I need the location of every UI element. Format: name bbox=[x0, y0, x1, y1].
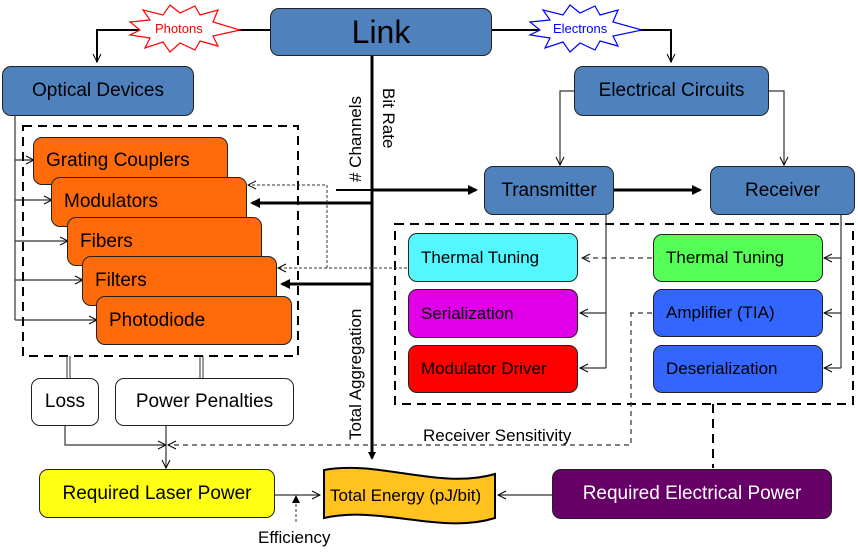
loss-box[interactable]: Loss bbox=[31, 378, 99, 426]
electrical-circuits-box[interactable]: Electrical Circuits bbox=[574, 66, 769, 116]
receiver-label: Receiver bbox=[745, 179, 820, 201]
channels-label: # Channels bbox=[346, 95, 365, 182]
required-laser-power-box[interactable]: Required Laser Power bbox=[39, 469, 275, 518]
electrons-starburst bbox=[528, 4, 643, 53]
efficiency-label: Efficiency bbox=[258, 528, 331, 547]
electrons-label: Electrons bbox=[553, 21, 608, 36]
link-box[interactable]: Link bbox=[270, 8, 492, 56]
total-energy-label: Total Energy (pJ/bit) bbox=[330, 486, 482, 505]
optical-components-group bbox=[22, 125, 299, 357]
transmitter-box[interactable]: Transmitter bbox=[484, 166, 614, 215]
bit-rate-label: Bit Rate bbox=[379, 88, 398, 149]
optical-devices-label: Optical Devices bbox=[32, 80, 164, 101]
tx-modulator-driver[interactable]: Modulator Driver bbox=[408, 345, 578, 393]
electrical-to-receiver bbox=[768, 90, 784, 165]
link-title: Link bbox=[351, 13, 411, 50]
receiver-sensitivity-line bbox=[168, 312, 632, 445]
optical-devices-box[interactable]: Optical Devices bbox=[2, 66, 194, 116]
receiver-sensitivity-label: Receiver Sensitivity bbox=[423, 426, 572, 445]
photons-label: Photons bbox=[155, 21, 203, 36]
total-aggregation-label: Total Aggregation bbox=[346, 308, 365, 440]
power-penalties-box[interactable]: Power Penalties bbox=[115, 378, 294, 426]
electrical-circuits-label: Electrical Circuits bbox=[598, 80, 745, 101]
total-energy-shape bbox=[323, 466, 496, 525]
rx-thermal-tuning[interactable]: Thermal Tuning bbox=[653, 234, 823, 282]
required-electrical-power-box[interactable]: Required Electrical Power bbox=[552, 469, 832, 519]
transmitter-label: Transmitter bbox=[501, 179, 597, 201]
tx-serialization[interactable]: Serialization bbox=[408, 289, 578, 338]
optical-component-photodiode[interactable]: Photodiode bbox=[96, 296, 292, 345]
photons-starburst bbox=[128, 4, 243, 53]
rx-deserialization[interactable]: Deserialization bbox=[653, 345, 823, 393]
receiver-box[interactable]: Receiver bbox=[710, 166, 855, 215]
rx-amplifier-tia[interactable]: Amplifier (TIA) bbox=[653, 289, 823, 337]
tx-thermal-tuning[interactable]: Thermal Tuning bbox=[408, 233, 578, 282]
electrical-components-group bbox=[394, 223, 854, 405]
electrical-to-transmitter bbox=[560, 90, 576, 165]
